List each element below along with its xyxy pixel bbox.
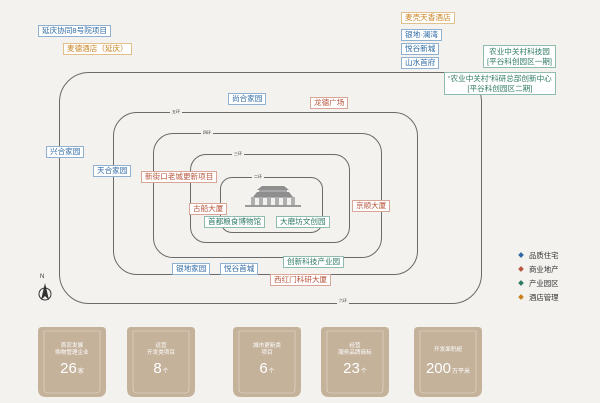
legend-diamond-icon <box>518 252 524 258</box>
stat-number: 23 <box>343 360 360 377</box>
tag-yuegu-shoucheng: 悦谷首城 <box>220 263 259 275</box>
tag-nongye-zgc-phase2-line1: “农业中关村”科研总部创新中心 <box>448 74 552 83</box>
stat-label-line1: 城市更新类 <box>253 343 281 349</box>
tiananmen-icon <box>245 186 301 207</box>
compass-north-label: N <box>40 274 45 280</box>
tag-shanshui-shoufu: 山水首府 <box>401 57 440 69</box>
tag-jingshun-dasha: 京顺大厦 <box>352 200 391 212</box>
legend-diamond-icon <box>518 294 524 300</box>
stat-ornament-frame <box>321 327 389 397</box>
stat-label: 开发面积超 <box>410 347 486 354</box>
tag-gushe-dasha: 古船大厦 <box>189 203 228 215</box>
ring-road-3 <box>190 154 350 243</box>
tag-nongye-zgc-phase2: “农业中关村”科研总部创新中心 [平谷科创园区二期] <box>444 72 556 95</box>
stat-label-line2: 服务品牌商标 <box>338 350 372 356</box>
stat-unit: 万平米 <box>452 369 471 375</box>
ring-label-5: 五环 <box>170 109 182 115</box>
stat-label-line2: 购物管理企业 <box>55 350 89 356</box>
compass: N <box>35 274 55 302</box>
legend-label: 产业园区 <box>529 278 559 288</box>
legend-label: 商业地产 <box>529 264 559 274</box>
stat-number: 26 <box>60 360 77 377</box>
tag-yindi-jiayuan: 银地家园 <box>172 263 211 275</box>
stat-unit: 个 <box>268 369 275 375</box>
ring-label-2: 二环 <box>252 174 264 180</box>
legend-diamond-icon <box>518 266 524 272</box>
stat-ornament-frame <box>233 327 301 397</box>
stat-value: 6个 <box>229 361 305 380</box>
stat-label-line1: 开发面积超 <box>434 347 462 353</box>
stat-label-line2: 开发类项目 <box>147 350 175 356</box>
stat-number: 200 <box>425 360 451 377</box>
stat-value: 23个 <box>317 361 393 380</box>
legend-item-industrial: 产业园区 <box>517 276 559 290</box>
stat-label-line1: 运营 <box>155 343 167 349</box>
tag-longteng-guangchang: 龙德广场 <box>310 97 349 109</box>
tag-tianhe-jiayuan: 天合家园 <box>93 165 132 177</box>
stat-value: 26家 <box>34 361 110 380</box>
tag-xinjiekou: 新街口老城更新项目 <box>141 171 218 183</box>
ring-label-6: 六环 <box>337 298 349 304</box>
stat-label-line1: 经营 <box>349 343 361 349</box>
ring-road-4 <box>153 133 382 258</box>
ring-label-3: 三环 <box>232 151 244 157</box>
stat-ornament-frame <box>127 327 195 397</box>
stat-card-enterprises: 首农发展 购物管理企业 26家 <box>34 323 110 401</box>
legend-item-hotel: 酒店管理 <box>517 290 559 304</box>
stat-label-line2: 项目 <box>261 350 273 356</box>
tag-nongye-zgc-phase1-line1: 农业中关村科技园 <box>489 47 550 56</box>
tag-chuangxin-keji: 创新科技产业园 <box>283 256 345 268</box>
tag-nongye-zgc-phase2-line2: [平谷科创园区二期] <box>467 83 533 93</box>
stat-unit: 个 <box>360 369 367 375</box>
legend-item-commercial: 商业地产 <box>517 262 559 276</box>
stat-label-line1: 首农发展 <box>60 343 84 349</box>
tag-shanghe-jiayuan: 尚合家园 <box>228 93 267 105</box>
stat-ornament-frame <box>38 327 106 397</box>
legend-diamond-icon <box>518 280 524 286</box>
stat-label: 运营 开发类项目 <box>123 343 199 357</box>
stat-label: 经营 服务品牌商标 <box>317 343 393 357</box>
tag-nongye-zgc-phase1-line2: [平谷科创园区一期] <box>487 56 552 66</box>
ring-road-5 <box>113 112 418 275</box>
tag-shoudu-liangshi: 首都粮食博物馆 <box>204 216 266 228</box>
tag-damofang: 大磨坊文创园 <box>276 216 330 228</box>
tag-maike-hotel: 麦壳天香酒店 <box>401 12 455 24</box>
tag-yanqing-xieli: 延庆协同8号院项目 <box>38 25 111 37</box>
tag-nongye-zgc-phase1: 农业中关村科技园 [平谷科创园区一期] <box>483 45 556 68</box>
stat-card-urban-renewal: 城市更新类 项目 6个 <box>229 323 305 401</box>
ring-road-6 <box>59 72 482 304</box>
stat-number: 8 <box>153 360 162 377</box>
tag-yindi-lanwan: 银地·澜湾 <box>401 29 442 41</box>
stat-value: 8个 <box>123 361 199 380</box>
tag-maidun-hotel: 麦德酒店（延庆） <box>63 43 132 55</box>
stat-value: 200万平米 <box>410 361 486 380</box>
tag-xihongmen: 西红门科研大厦 <box>270 274 332 286</box>
legend-label: 酒店管理 <box>529 292 559 302</box>
stat-card-brands: 经营 服务品牌商标 23个 <box>317 323 393 401</box>
tag-yuegu-xincheng: 悦谷新城 <box>401 43 440 55</box>
legend-item-residential: 品质住宅 <box>517 248 559 262</box>
stat-unit: 个 <box>162 369 169 375</box>
tag-xinghe-jiayuan: 兴合家园 <box>46 146 85 158</box>
ring-label-4: 四环 <box>201 130 213 136</box>
stat-card-area: 开发面积超 200万平米 <box>410 323 486 401</box>
legend-label: 品质住宅 <box>529 250 559 260</box>
stat-label: 城市更新类 项目 <box>229 343 305 357</box>
stat-unit: 家 <box>77 369 84 375</box>
stat-ornament-frame <box>414 327 482 397</box>
stats-row: 首农发展 购物管理企业 26家 运营 开发类项目 8个 城市更新类 <box>34 323 574 401</box>
stat-card-projects: 运营 开发类项目 8个 <box>123 323 199 401</box>
north-arrow-icon <box>38 283 52 301</box>
stat-number: 6 <box>259 360 268 377</box>
stat-label: 首农发展 购物管理企业 <box>34 343 110 357</box>
legend: 品质住宅 商业地产 产业园区 酒店管理 <box>517 248 559 304</box>
